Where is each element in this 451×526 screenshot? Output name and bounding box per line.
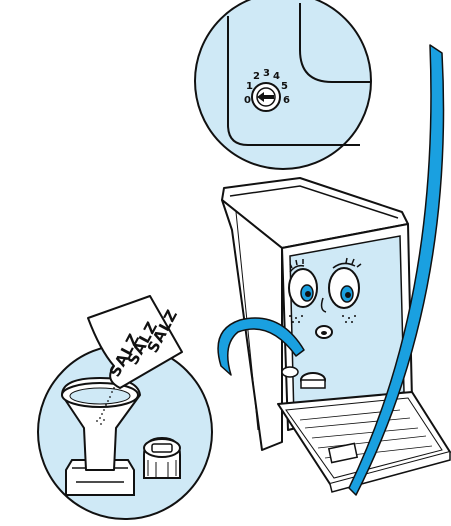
dial-number-3: 3 xyxy=(263,68,270,79)
dial-number-1: 1 xyxy=(246,81,253,92)
dial-number-0: 0 xyxy=(244,95,251,106)
dial-number-2: 2 xyxy=(253,71,260,82)
dial-number-4: 4 xyxy=(273,71,280,82)
dial-inset: 0 1 2 3 4 5 6 xyxy=(195,0,371,169)
salt-inset: SALZ SALZ SALZ xyxy=(38,296,212,519)
dial-number-5: 5 xyxy=(281,81,288,92)
dial-number-6: 6 xyxy=(283,95,290,106)
